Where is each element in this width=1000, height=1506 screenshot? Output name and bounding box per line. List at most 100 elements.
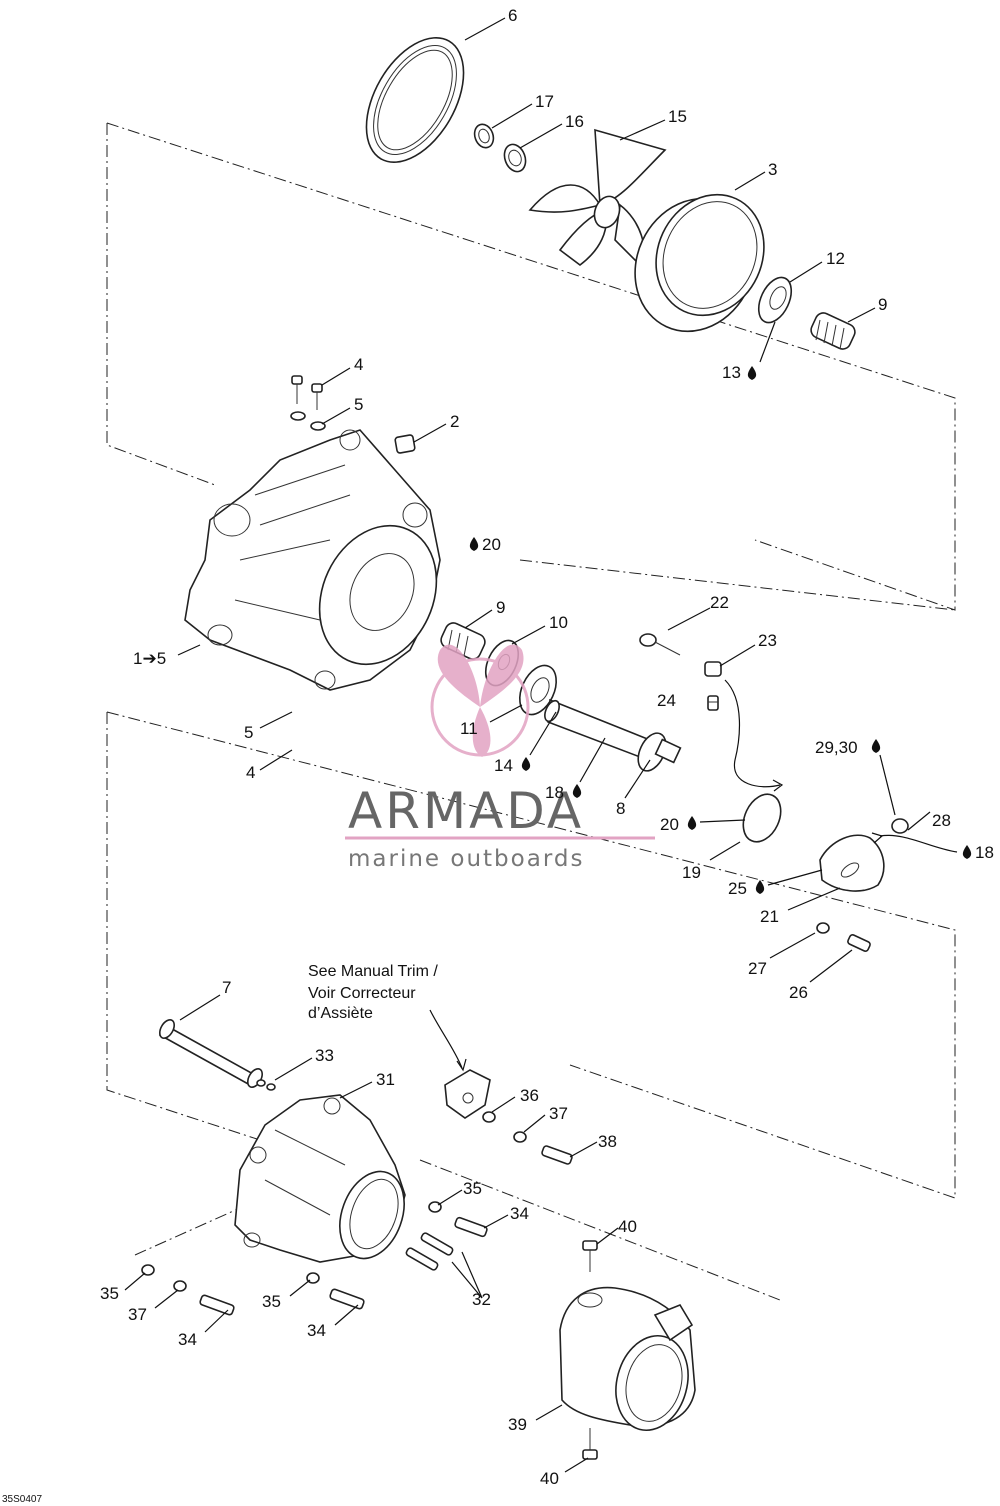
callout-2: 2	[450, 412, 459, 431]
callout-36: 36	[520, 1086, 539, 1105]
callout-40-bottom: 40	[540, 1469, 559, 1488]
part-trim-bracket	[444, 1069, 491, 1119]
part-nut-23	[704, 661, 722, 677]
part-washers-5-top	[290, 411, 326, 431]
assembly-outline-lower	[106, 711, 956, 1301]
callout-33: 33	[315, 1046, 334, 1065]
callout-37: 37	[549, 1104, 568, 1123]
part-washer-37b	[173, 1280, 187, 1292]
part-screw-34a	[454, 1216, 488, 1238]
drawing-code: 35S0407	[2, 1494, 42, 1505]
part-bushing-17	[473, 123, 495, 149]
part-screw-40-top	[582, 1240, 598, 1272]
part-screw-22	[639, 633, 681, 656]
droplet-icon	[747, 366, 757, 380]
part-plug-24	[707, 695, 719, 711]
callout-34-left: 34	[178, 1330, 197, 1349]
part-washer-35a	[428, 1201, 442, 1213]
note-line-1: See Manual Trim /	[308, 963, 438, 980]
callout-4: 4	[354, 355, 363, 374]
callout-39: 39	[508, 1415, 527, 1434]
callout-20-low: 20	[660, 815, 679, 834]
callout-38: 38	[598, 1132, 617, 1151]
callout-35-mid: 35	[262, 1292, 281, 1311]
watermark-logo	[430, 644, 530, 757]
droplet-icon	[521, 757, 531, 771]
callout-40: 40	[618, 1217, 637, 1236]
watermark-tagline: marine outboards	[348, 846, 584, 872]
callout-8: 8	[616, 799, 625, 818]
part-seal-12	[757, 276, 793, 324]
callout-15: 15	[668, 107, 687, 126]
part-screw-38	[541, 1145, 573, 1165]
part-bushing-2	[394, 434, 416, 454]
callout-21: 21	[760, 907, 779, 926]
part-pin-7	[158, 1019, 264, 1088]
note-line-2: Voir Correcteur	[308, 985, 416, 1002]
callout-29-30: 29,30	[815, 738, 858, 757]
part-screw-34b	[199, 1294, 235, 1316]
callout-11: 11	[460, 719, 478, 738]
callout-16: 16	[565, 112, 584, 131]
callout-18: 18	[545, 783, 564, 802]
callout-27: 27	[748, 959, 767, 978]
callout-5: 5	[354, 395, 363, 414]
callout-7: 7	[222, 978, 231, 997]
callout-32: 32	[472, 1290, 491, 1309]
callout-28: 28	[932, 811, 951, 830]
callout-17: 17	[535, 92, 554, 111]
callout-20: 20	[482, 535, 501, 554]
callout-34: 34	[510, 1204, 529, 1223]
part-venturi-31	[234, 1094, 406, 1263]
part-washer-27	[816, 922, 830, 934]
part-shaft-8	[544, 698, 682, 772]
callout-5-low: 5	[244, 723, 253, 742]
part-pump-housing-1	[184, 429, 441, 691]
part-pins-32	[405, 1232, 454, 1271]
droplet-icon	[755, 880, 765, 894]
droplet-icon	[687, 816, 697, 830]
callout-34-mid: 34	[307, 1321, 326, 1340]
part-rings-33	[256, 1079, 276, 1091]
lube-droplets	[469, 366, 972, 894]
callout-18-right: 18	[975, 843, 994, 862]
part-impeller-15	[528, 128, 667, 267]
part-oring-19	[742, 793, 782, 843]
arrow-24-to-19	[724, 679, 781, 788]
callout-37-left: 37	[128, 1305, 147, 1324]
callout-31: 31	[376, 1070, 395, 1089]
callout-10: 10	[549, 613, 568, 632]
arrowhead-24	[772, 779, 784, 792]
droplet-icon	[871, 739, 881, 753]
callout-9-mid: 9	[496, 598, 505, 617]
callout-3: 3	[768, 160, 777, 179]
callout-13: 13	[722, 363, 741, 382]
callout-26: 26	[789, 983, 808, 1002]
callout-24: 24	[657, 691, 676, 710]
part-ring-6	[365, 37, 465, 163]
part-washer-35b	[141, 1264, 155, 1276]
callout-35: 35	[463, 1179, 482, 1198]
assembly-outline-upper	[106, 122, 956, 611]
part-cap-21	[819, 834, 885, 892]
callout-12: 12	[826, 249, 845, 268]
part-washer-36	[482, 1111, 496, 1123]
callout-23: 23	[758, 631, 777, 650]
callout-19: 19	[682, 863, 701, 882]
watermark-brand: ARMADA	[348, 782, 584, 840]
part-washer-37a	[513, 1131, 527, 1143]
callout-14: 14	[494, 756, 513, 775]
part-plug-28	[891, 818, 909, 834]
droplet-icon	[962, 845, 972, 859]
part-bearing-9-top	[810, 312, 856, 350]
callout-1-to-5: 1➔5	[133, 649, 166, 668]
droplet-icon	[572, 784, 582, 798]
callout-6: 6	[508, 6, 517, 25]
droplet-icon	[469, 537, 479, 551]
callout-9: 9	[878, 295, 887, 314]
note-line-3: d’Assiète	[308, 1005, 373, 1022]
callout-labels: 6 17 16 15 3 12 9 13 4 5 2 20 9 10 22 23…	[100, 6, 994, 1488]
callout-25: 25	[728, 879, 747, 898]
part-screw-26	[847, 934, 871, 952]
